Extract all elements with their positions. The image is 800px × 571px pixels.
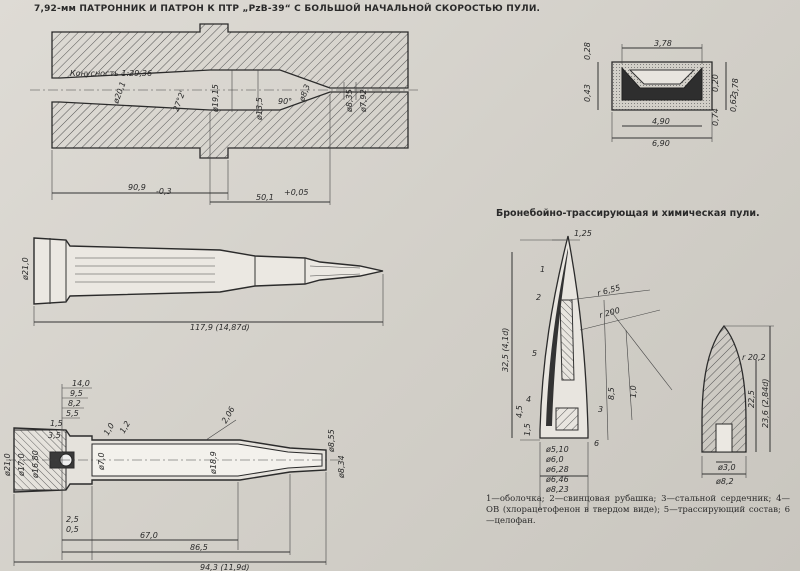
legend-item-3: 3—стальной сердечник;: [661, 494, 777, 504]
ap-callout-5: 5: [532, 349, 537, 358]
bullets-title: Бронебойно-трассирующая и химическая пул…: [496, 208, 760, 219]
ap-callout-6: 6: [594, 439, 599, 448]
chamber-dia-835: ø8,35: [345, 89, 354, 113]
chem-dim-225: 22,5: [747, 390, 756, 408]
legend-item-4: 4—ОВ (хлорацетофенон в твердом виде);: [486, 494, 791, 515]
case-dim-140: 14,0: [72, 379, 90, 388]
legend-item-6: 6—целофан.: [486, 505, 790, 526]
case-dia-210: ø21,0: [3, 453, 12, 477]
ap-tracer-bullet-section: [511, 235, 673, 510]
ap-radius-200: r 200: [598, 306, 621, 320]
case-dim-55: 5,5: [66, 409, 79, 418]
ap-dim-10: 1,0: [629, 385, 638, 398]
jacket-dim-043: 0,43: [583, 84, 592, 102]
chamber-tol-1: -0,3: [156, 187, 172, 196]
chamber-tol-2: +0,05: [284, 188, 309, 197]
cartridge-length: 117,9 (14,87d): [190, 323, 250, 332]
case-dim-15: 1,5: [50, 419, 63, 428]
jacket-dim-378-top: 3,78: [654, 39, 672, 48]
cartridge-side-view: [33, 237, 384, 326]
case-dim-95: 9,5: [70, 389, 83, 398]
ap-dia-510: ø5,10: [545, 445, 569, 454]
legend-item-1: 1—оболочка;: [486, 494, 550, 504]
jacket-cup-section: [597, 44, 727, 142]
chamber-dia-792: ø7,92: [359, 89, 368, 113]
ap-callout-3: 3: [598, 405, 603, 414]
chem-dia-82: ø8,2: [715, 477, 734, 486]
case-len-943: 94,3 (11,9d): [200, 563, 250, 571]
case-dia-189: ø18,9: [209, 451, 218, 475]
case-section: [6, 384, 340, 566]
case-dia-170: ø17,0: [17, 453, 26, 477]
case-dia-70: ø7,0: [97, 452, 106, 471]
chamber-dia-201: ø20,1: [111, 80, 128, 105]
case-dia-834: ø8,34: [337, 455, 346, 479]
ap-dia-60: ø6,0: [545, 455, 564, 464]
ap-radius-655: r 6,55: [596, 283, 621, 298]
chem-dia-30: ø3,0: [717, 463, 736, 472]
chemical-bullet-section: [701, 324, 774, 478]
ap-callout-2: 2: [536, 293, 541, 302]
jacket-dim-062: 0,62: [729, 94, 738, 112]
case-len-865: 86,5: [190, 543, 208, 552]
ap-dim-45: 4,5: [515, 405, 524, 418]
ap-callout-1: 1: [540, 265, 545, 274]
case-len-670: 67,0: [140, 531, 158, 540]
chem-radius-202: r 20,2: [742, 353, 766, 362]
chamber-len-501: 50,1: [256, 193, 274, 202]
case-dim-35: 3,5: [48, 431, 61, 440]
jacket-dim-378-side: 3,78: [731, 78, 740, 96]
jacket-dim-020: 0,20: [711, 74, 720, 92]
case-dia-1680: ø16,80: [31, 450, 40, 479]
ap-length: 32,5 (4,1d): [501, 328, 510, 372]
case-dim-25: 2,5: [66, 515, 79, 524]
chamber-section: [30, 23, 420, 205]
ap-dim-85: 8,5: [607, 387, 616, 400]
ap-dim-15: 1,5: [523, 423, 532, 436]
chamber-len-909: 90,9: [128, 183, 146, 192]
jacket-dim-490: 4,90: [652, 117, 670, 126]
ap-dim-125: 1,25: [574, 229, 592, 238]
jacket-dim-690: 6,90: [652, 139, 670, 148]
case-dim-05: 0,5: [66, 525, 79, 534]
case-dim-10: 1,0: [102, 421, 116, 437]
ap-dia-628: ø6,28: [545, 465, 569, 474]
cartridge-dia: ø21,0: [21, 257, 30, 281]
main-title: 7,92-мм ПАТРОННИК И ПАТРОН К ПТР „PzB-39…: [34, 4, 541, 14]
chamber-angle-90: 90°: [278, 97, 292, 106]
chem-length: 23,6 (2,84d): [761, 379, 770, 429]
case-dim-206: 2,06: [220, 405, 237, 425]
parts-legend: 1—оболочка; 2—свинцовая рубашка; 3—сталь…: [486, 494, 790, 527]
jacket-dim-028: 0,28: [583, 42, 592, 60]
chamber-dia-135: ø13,5: [255, 97, 264, 121]
jacket-dim-074: 0,74: [711, 108, 720, 126]
legend-item-2: 2—свинцовая рубашка;: [549, 494, 662, 504]
case-dia-855: ø8,55: [327, 429, 336, 453]
chamber-dia-1915: ø19,15: [211, 84, 220, 113]
ap-dia-646: ø6,46: [545, 475, 569, 484]
chamber-taper: Конусность 1:29,36: [70, 69, 152, 78]
ap-callout-4: 4: [526, 395, 531, 404]
case-dim-12: 1,2: [118, 419, 132, 435]
case-dim-82: 8,2: [68, 399, 81, 408]
ap-dia-823: ø8,23: [545, 485, 569, 494]
legend-item-5: 5—трассирующий состав;: [663, 505, 785, 515]
